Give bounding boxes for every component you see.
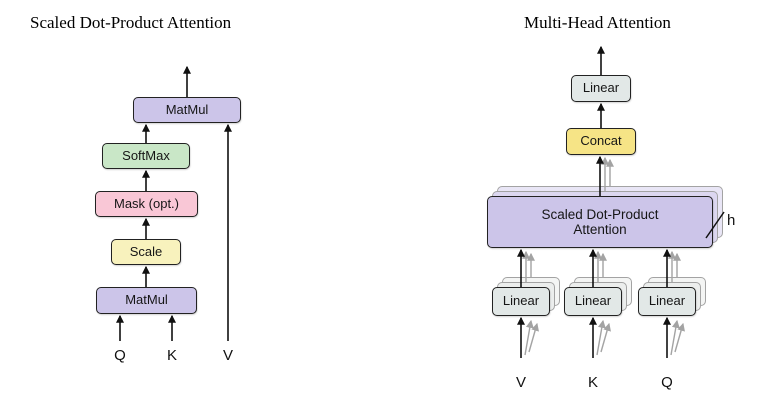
softmax-node: SoftMax bbox=[102, 143, 190, 169]
scale-node: Scale bbox=[111, 239, 181, 265]
arrow-q-ghost bbox=[670, 319, 680, 356]
linear-k-label: Linear bbox=[574, 293, 612, 309]
k-input-label: K bbox=[166, 347, 178, 364]
arrow-k-ghost bbox=[600, 322, 611, 353]
k-input-label-right: K bbox=[587, 374, 599, 391]
q-input-label-right: Q bbox=[661, 374, 673, 391]
q-input-label: Q bbox=[114, 347, 126, 364]
matmul-top-node: MatMul bbox=[133, 97, 241, 123]
scaled-dot-product-attention-node: Scaled Dot-Product Attention bbox=[487, 196, 713, 248]
mask-node: Mask (opt.) bbox=[95, 191, 198, 217]
linear-q-node: Linear bbox=[638, 287, 696, 316]
v-input-label: V bbox=[222, 347, 234, 364]
linear-v-node: Linear bbox=[492, 287, 550, 316]
v-input-label-right: V bbox=[515, 374, 527, 391]
matmul-bottom-node: MatMul bbox=[96, 287, 197, 314]
left-diagram-title: Scaled Dot-Product Attention bbox=[30, 13, 232, 32]
arrow-v-ghost bbox=[528, 322, 539, 353]
arrow-v-ghost bbox=[524, 319, 534, 356]
scale-label: Scale bbox=[129, 243, 163, 259]
linear-q-label: Linear bbox=[648, 293, 686, 309]
matmul-top-label: MatMul bbox=[165, 101, 209, 117]
head-count-label: h bbox=[727, 212, 736, 229]
linear-v-label: Linear bbox=[502, 293, 540, 309]
matmul-bottom-label: MatMul bbox=[125, 292, 168, 308]
concat-label: Concat bbox=[580, 133, 622, 149]
softmax-label: SoftMax bbox=[122, 147, 170, 163]
linear-k-node: Linear bbox=[564, 287, 622, 316]
concat-node: Concat bbox=[566, 128, 636, 155]
right-diagram-title: Multi-Head Attention bbox=[524, 13, 671, 32]
mask-label: Mask (opt.) bbox=[113, 195, 179, 211]
arrow-k-ghost bbox=[596, 319, 606, 356]
linear-output-node: Linear bbox=[571, 75, 631, 102]
linear-output-label: Linear bbox=[582, 80, 620, 96]
arrow-q-ghost bbox=[674, 322, 685, 353]
attention-label: Scaled Dot-Product Attention bbox=[541, 206, 659, 237]
